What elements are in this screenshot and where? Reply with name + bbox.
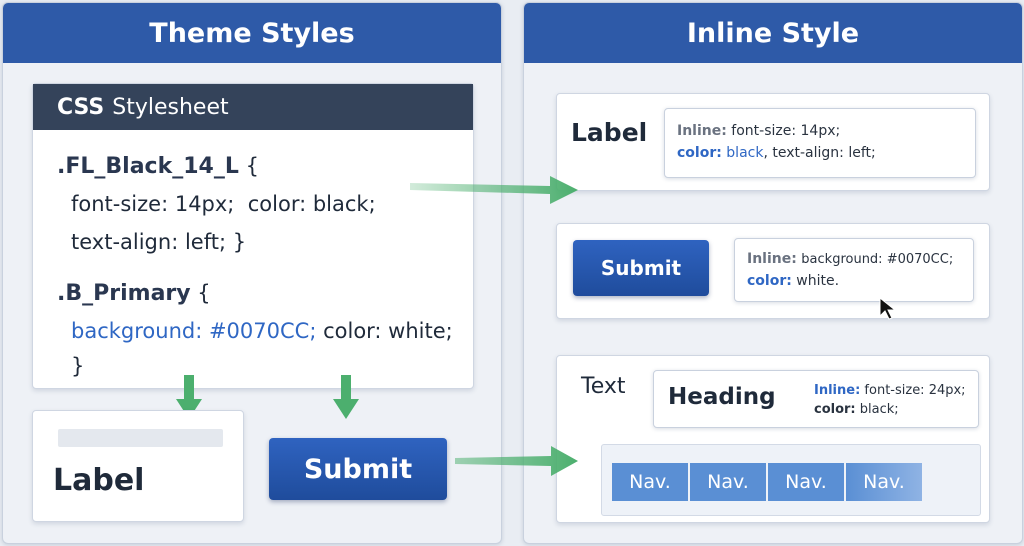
rule2-close-brace: } [71,354,85,378]
rule2-selector-line: .B_Primary { [57,281,211,306]
rule2-selector: .B_Primary [57,281,191,306]
rule2-color: color: white; [323,319,453,343]
tooltip-value: background: #0070CC; [801,252,954,267]
inline-submit-tooltip: Inline: background: #0070CC; color: whit… [734,238,974,302]
inline-label-tooltip: Inline: font-size: 14px; color: black, t… [664,108,976,178]
tooltip-value: black; [859,402,899,417]
rule2-open-brace: { [197,281,211,305]
tooltip-line2: color: white. [747,273,973,289]
inline-heading-box: Heading Inline: font-size: 24px; color: … [653,370,979,428]
heading-tip-line2: color: black; [814,402,899,417]
themed-submit-button[interactable]: Submit [269,438,447,500]
rule1-selector-line: .FL_Black_14_L { [57,154,259,179]
tooltip-key: Inline: [814,383,861,398]
inline-style-panel: Inline Style Label Inline: font-size: 14… [523,2,1023,544]
tooltip-line2: color: black, text-align: left; [677,145,975,161]
tooltip-key: Inline: [747,251,797,267]
css-header-rest: Stylesheet [112,94,229,120]
arrow-down-icon [333,375,359,419]
css-header-bold: CSS [57,94,105,120]
tooltip-value-highlight: black [726,145,764,161]
theme-styles-title: Theme Styles [3,3,501,63]
inline-label-text: Label [571,118,648,147]
arrow-right-icon [410,176,578,204]
tooltip-key: color: [747,273,792,289]
css-stylesheet-card: CSS Stylesheet .FL_Black_14_L { font-siz… [32,83,474,389]
tooltip-value: font-size: 14px; [731,123,841,139]
rule1-selector: .FL_Black_14_L [57,154,239,179]
nav-item[interactable]: Nav. [612,463,688,501]
themed-label-text: Label [53,463,145,498]
rule1-line1: font-size: 14px; color: black; [71,192,376,216]
inline-label-card: Label Inline: font-size: 14px; color: bl… [556,93,990,191]
nav-item[interactable]: Nav. [690,463,766,501]
rule1-line2: text-align: left; } [71,230,247,254]
theme-styles-panel: Theme Styles CSS Stylesheet .FL_Black_14… [2,2,502,544]
inline-style-title: Inline Style [524,3,1022,63]
inline-text-card: Text Heading Inline: font-size: 24px; co… [556,355,990,523]
nav-item[interactable]: Nav. [846,463,922,501]
arrow-right-icon [455,446,578,476]
tooltip-line1: Inline: font-size: 14px; [677,123,975,139]
nav-bar-container: Nav. Nav. Nav. Nav. [601,444,981,516]
rule2-background: background: #0070CC; [71,319,317,343]
tooltip-key: color: [677,145,722,161]
tooltip-key: color: [814,402,856,417]
inline-submit-card: Submit Inline: background: #0070CC; colo… [556,223,990,320]
rule1-open-brace: { [245,154,259,178]
inline-text-label: Text [581,374,626,399]
placeholder-bar [58,429,223,447]
tooltip-value: font-size: 24px; [864,383,966,398]
tooltip-value: white. [796,273,840,289]
themed-label-card: Label [32,410,244,522]
inline-heading-text: Heading [668,384,776,410]
mouse-cursor-icon [879,297,897,320]
tooltip-line1: Inline: background: #0070CC; [747,251,973,267]
inline-submit-button[interactable]: Submit [573,240,709,296]
nav-item[interactable]: Nav. [768,463,844,501]
tooltip-key: Inline: [677,123,727,139]
heading-tip-line1: Inline: font-size: 24px; [814,383,966,398]
tooltip-value: , text-align: left; [763,145,876,161]
arrow-down-icon [176,375,202,419]
rule2-line1: background: #0070CC; color: white; [71,319,453,343]
css-stylesheet-header: CSS Stylesheet [33,84,473,130]
